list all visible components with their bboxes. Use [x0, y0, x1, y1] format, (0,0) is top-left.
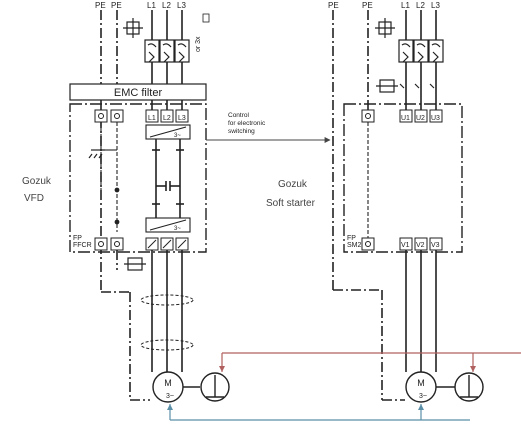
vfd-isolator-icon	[123, 18, 143, 38]
ss-supply-lines	[332, 10, 437, 290]
vfd-pe-label-2: PE	[111, 1, 122, 10]
ss-terminal-u2: U2	[416, 115, 425, 122]
ss-terminal-v2: V2	[416, 242, 425, 249]
ss-motor-label: M	[417, 378, 425, 388]
red-bus-line	[221, 352, 521, 372]
ss-terminal-v1: V1	[401, 242, 410, 249]
vfd-dc-link	[152, 139, 184, 218]
vfd-pe-label-1: PE	[95, 1, 106, 10]
vfd-motor-sub: 3~	[166, 393, 174, 400]
vfd-pump-icon	[183, 372, 230, 402]
vfd-l3-label: L3	[177, 1, 186, 10]
vfd-terminal-l2: L2	[163, 115, 171, 122]
blue-arrow-icon	[418, 404, 424, 410]
vfd-motor-cable	[101, 250, 183, 401]
vfd-emc-filter-label: EMC filter	[114, 87, 163, 99]
ss-terminal-v3: V3	[431, 242, 440, 249]
ss-l3-label: L3	[431, 1, 440, 10]
ss-l1-label: L1	[401, 1, 410, 10]
vfd-name-line1: Gozuk	[22, 176, 51, 187]
vfd-name-line2: VFD	[24, 193, 44, 204]
vfd-terminal-l3: L3	[178, 115, 186, 122]
ss-terminal-u3: U3	[431, 115, 440, 122]
ss-motor-cable	[333, 250, 437, 401]
vfd-terminal-l1: L1	[148, 115, 156, 122]
vfd-internal-earth	[100, 122, 118, 232]
vfd-inverter-mark: 3~	[174, 226, 181, 232]
ss-top-terminals	[361, 109, 443, 123]
red-arrow-icon	[470, 366, 476, 372]
ss-l2-label: L2	[416, 1, 425, 10]
vfd-fp-label: FP	[73, 235, 82, 242]
ss-fp-label: FP	[347, 235, 356, 242]
fuse-alt-icon	[202, 13, 210, 23]
vfd-l1-label: L1	[147, 1, 156, 10]
ss-enclosure	[343, 103, 463, 253]
ss-contactor-icon	[376, 79, 435, 93]
control-note-2: for electronic	[228, 120, 266, 127]
red-arrow-icon	[219, 366, 225, 372]
ss-bottom-terminals	[361, 237, 443, 251]
ss-terminal-u1: U1	[401, 115, 410, 122]
ss-name-line1: Gozuk	[278, 179, 307, 190]
control-note-1: Control	[228, 112, 250, 119]
vfd-l2-label: L2	[162, 1, 171, 10]
vfd-relay-icon	[124, 257, 146, 271]
ss-sm-label: SM2	[347, 242, 362, 249]
vfd-fuse-alt-label: or 3x	[195, 36, 202, 52]
ground-icon	[88, 149, 105, 159]
blue-arrow-icon	[167, 404, 173, 410]
blue-bus-line	[169, 404, 470, 421]
vfd-top-terminals	[94, 109, 189, 123]
vfd-rectifier	[145, 124, 191, 140]
vfd-motor-label: M	[164, 378, 172, 388]
ss-pump-icon	[436, 372, 484, 402]
vfd-emc-filter	[69, 83, 207, 101]
vfd-enclosure	[69, 103, 207, 253]
vfd-cable-shield	[140, 294, 194, 351]
ss-fuse-block	[398, 39, 444, 63]
ss-motor-sub: 3~	[419, 393, 427, 400]
ss-pe-label-1: PE	[328, 1, 339, 10]
vfd-rectifier-mark: 3~	[174, 133, 181, 139]
vfd-ffcr-label: FFCR	[73, 242, 92, 249]
ss-name-line2: Soft starter	[266, 198, 315, 209]
ss-pe-label-2: PE	[362, 1, 373, 10]
vfd-bottom-terminals	[94, 237, 189, 251]
vfd-fuse-block	[144, 39, 190, 63]
vfd-inverter	[145, 217, 191, 233]
control-note-3: switching	[228, 128, 255, 135]
ss-isolator-icon	[375, 18, 395, 38]
